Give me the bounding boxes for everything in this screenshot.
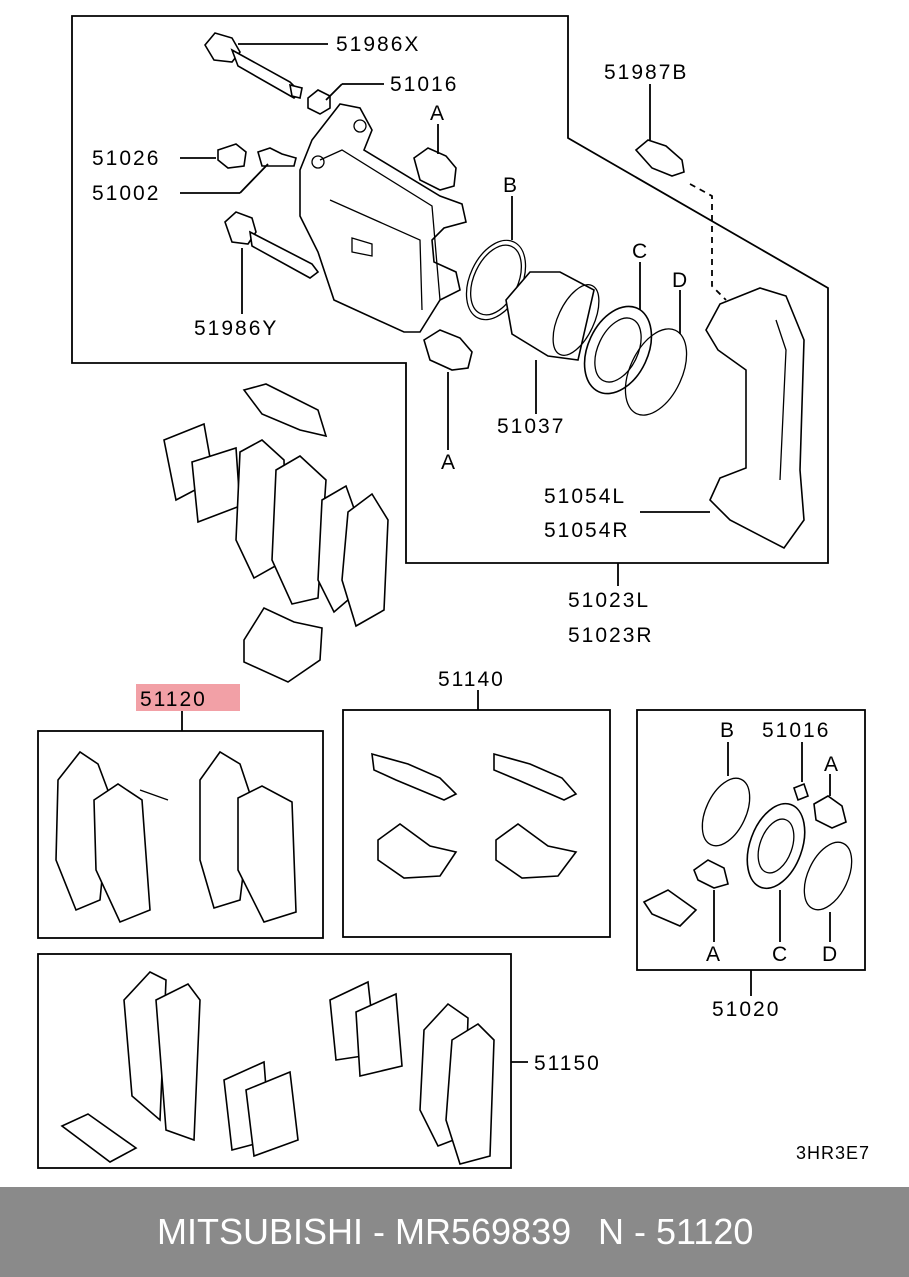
guide-pin-upper-icon [204,32,303,99]
boot-upper-icon [413,147,457,191]
highlight-51120 [136,684,240,711]
label-51986x: 51986X [336,33,420,56]
label-51986y: 51986Y [194,317,278,340]
label-kit-a-top: A [824,753,840,776]
footer-ref: N - 51120 [598,1211,754,1252]
footer-bar: MITSUBISHI - MR569839 N - 51120 [0,1187,909,1277]
label-51987b: 51987B [604,61,688,84]
bleeder-screw-icon [257,147,297,167]
bleeder-cap-icon [217,143,247,169]
boot-lower-icon [423,329,473,371]
label-51037: 51037 [497,415,565,438]
label-d-top: D [672,269,689,292]
label-51023l: 51023L [568,589,650,612]
label-51016-top: 51016 [390,73,458,96]
clip-set-icon [371,752,578,879]
label-kit-a-bottom: A [706,943,722,966]
retaining-ring-icon [624,328,688,416]
box-51150 [37,953,512,1169]
piston-icon [505,271,600,361]
seal-kit-icon [642,777,853,927]
label-51120: 51120 [140,688,207,711]
label-51002: 51002 [92,182,160,205]
diagram-code: 3HR3E7 [796,1143,870,1163]
bushing-icon [307,89,331,115]
pad-set-exploded-icon [163,383,389,683]
label-51054l: 51054L [544,485,626,508]
mounting-bolt-icon [634,139,685,177]
label-c-top: C [632,240,649,263]
caliper-assembly-outline [71,15,829,564]
label-kit-d: D [822,943,839,966]
label-51054r: 51054R [544,519,630,542]
guide-pin-lower-icon [224,211,320,279]
label-kit-b: B [720,719,736,742]
caliper-bracket-icon [705,287,805,550]
caliper-body-icon [299,103,467,333]
label-51140: 51140 [438,668,505,691]
parts-diagram: 51986X 51016 51987B 51026 51002 51986Y A… [37,15,870,1169]
label-kit-c: C [772,943,789,966]
label-51150: 51150 [534,1052,601,1075]
footer-brand-part: MITSUBISHI - MR569839 [157,1211,572,1252]
dust-seal-icon [583,305,653,395]
leader-lines [180,43,831,1063]
label-kit-51016: 51016 [762,719,830,742]
label-a-bottom: A [441,451,457,474]
box-51120 [37,730,324,939]
label-51023r: 51023R [568,624,654,647]
label-51020: 51020 [712,998,780,1021]
box-51140 [342,709,611,938]
shim-kit-icon [60,971,495,1165]
label-a-top: A [430,102,446,125]
label-b-top: B [503,174,519,197]
brake-pad-set-icon [55,750,297,924]
label-51026: 51026 [92,147,160,170]
